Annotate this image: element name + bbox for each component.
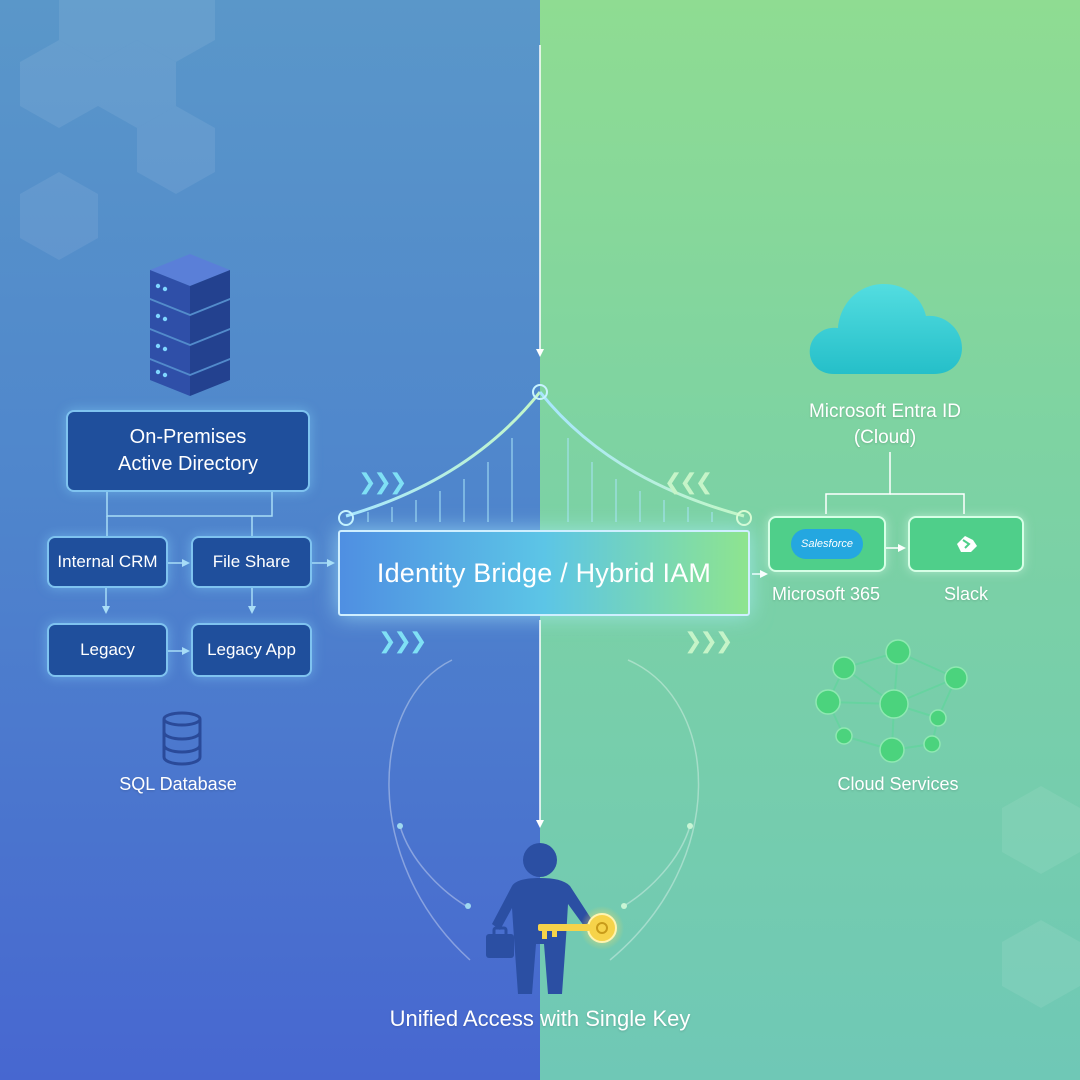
- server-rack-icon: [150, 254, 230, 396]
- hexagon-decoration: [20, 172, 98, 260]
- identity-bridge-label: Identity Bridge / Hybrid IAM: [376, 557, 712, 588]
- path-dot: [465, 903, 471, 909]
- path-dot: [621, 903, 627, 909]
- path-dot: [397, 823, 403, 829]
- chevron-right-icon: ❯❯❯: [378, 628, 427, 653]
- path-dot: [687, 823, 693, 829]
- cloud-services-label: Cloud Services: [837, 774, 959, 794]
- bridge-hangers: [367, 438, 713, 522]
- bridge-anchor-left: [338, 510, 354, 526]
- hexagon-decoration: [1002, 920, 1080, 1008]
- file-share-box: File Share: [191, 536, 312, 588]
- slack-box: [908, 516, 1024, 572]
- bridge-anchor-right: [736, 510, 752, 526]
- microsoft-365-label: Microsoft 365: [771, 584, 881, 604]
- briefcase-icon: [486, 926, 514, 958]
- chevron-right-icon: ❯❯❯: [358, 469, 407, 494]
- legacy-box: Legacy: [47, 623, 168, 677]
- slack-label: Slack: [943, 584, 988, 604]
- cloud-icon: [809, 284, 962, 374]
- network-graph-icon: [815, 639, 968, 763]
- microsoft-365-box: Salesforce: [768, 516, 886, 572]
- chevron-right-icon: ❯❯❯: [684, 628, 733, 653]
- slack-icon: [957, 536, 977, 552]
- database-icon: [162, 711, 202, 766]
- internal-crm-box: Internal CRM: [47, 536, 168, 588]
- entra-id-label: Microsoft Entra ID (Cloud): [808, 401, 962, 448]
- sql-database-label: SQL Database: [119, 774, 237, 794]
- hexagon-decoration: [1002, 786, 1080, 874]
- legacy-app-box: Legacy App: [191, 623, 312, 677]
- left-tree-lines: [102, 492, 335, 655]
- bridge-tower-top: [532, 384, 548, 400]
- access-curves: [388, 659, 700, 961]
- bridge-cables: [345, 391, 745, 529]
- key-icon: [538, 906, 624, 950]
- on-premises-ad-box: On-Premises Active Directory: [66, 410, 310, 492]
- chevron-left-icon: ❮❮❮: [664, 469, 713, 494]
- salesforce-logo: Salesforce: [791, 529, 863, 559]
- identity-bridge-box: Identity Bridge / Hybrid IAM: [338, 530, 750, 616]
- right-tree-lines: [752, 452, 965, 578]
- unified-access-caption: Unified Access with Single Key: [389, 1006, 691, 1031]
